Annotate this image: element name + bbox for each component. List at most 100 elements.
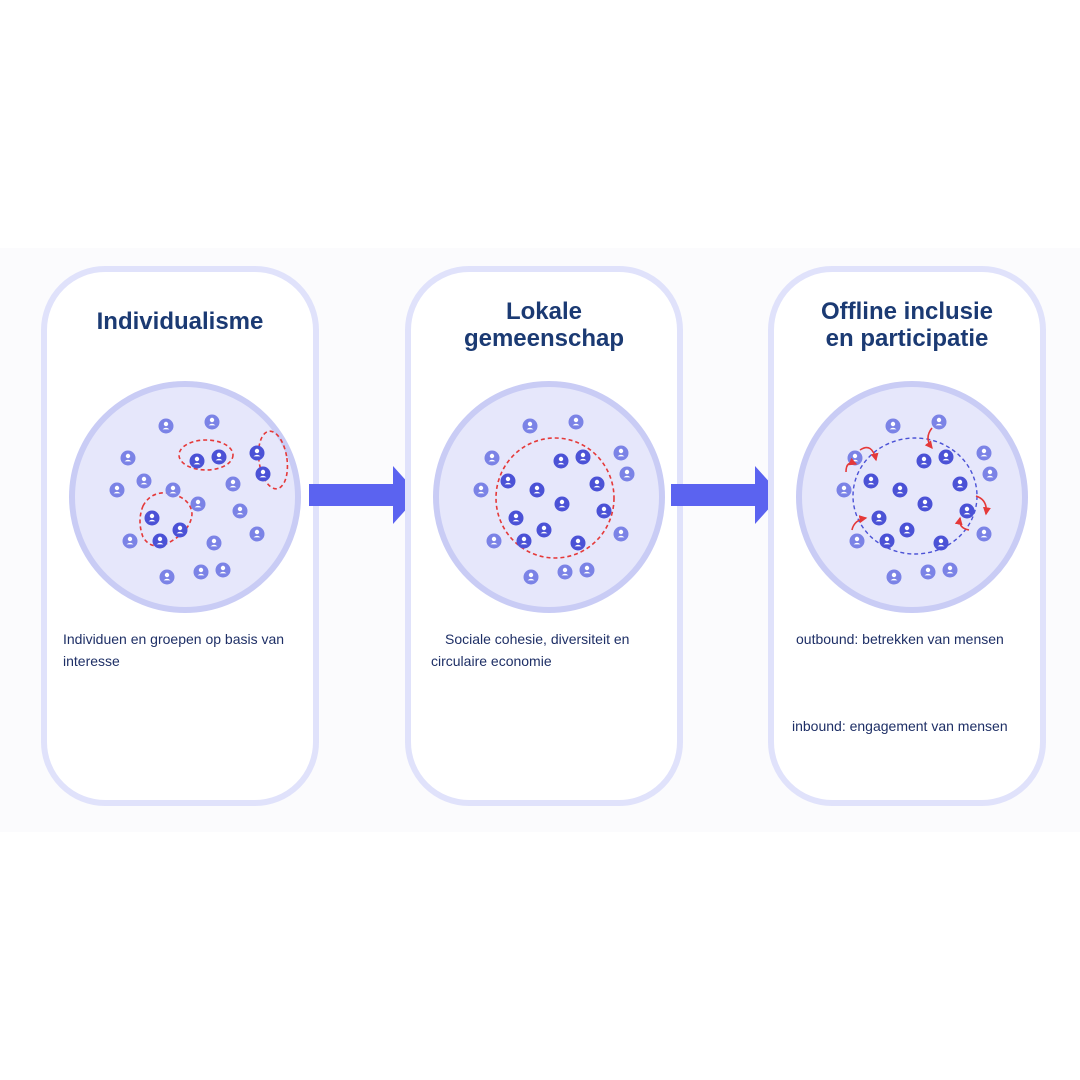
person-icon [516,533,532,549]
person-icon [536,522,552,538]
person-icon [596,503,612,519]
person-icon [159,569,175,585]
person-icon [849,533,865,549]
title-line-2: gemeenschap [463,325,625,352]
person-icon [899,522,915,538]
person-icon [484,450,500,466]
person-icon [172,522,188,538]
curved-arrow-icon [859,446,879,462]
person-icon [863,473,879,489]
title-line-1: Lokale [505,298,583,325]
person-icon [982,466,998,482]
person-icon [109,482,125,498]
person-icon [500,473,516,489]
community-circle [433,381,665,613]
person-icon [225,476,241,492]
person-icon [249,526,265,542]
group-circle-diagram [69,381,301,613]
panel-lokale-gemeenschap: Lokale gemeenschap [405,266,683,806]
participation-arrows [845,427,991,531]
panel-caption-outbound: outbound: betrekken van mensen [796,628,1032,650]
person-icon [190,496,206,512]
person-icon [529,482,545,498]
title-line-1: Individualisme [96,308,264,335]
caption-line-1: Sociale cohesie, diversiteit en [445,631,630,647]
person-icon [892,482,908,498]
person-icon [211,449,227,465]
person-icon [952,476,968,492]
person-icon [136,473,152,489]
person-icon [886,569,902,585]
caption-line-1: Individuen en groepen op basis van [63,631,285,647]
person-icon [613,445,629,461]
right-arrow-icon [309,466,419,524]
person-icon [165,482,181,498]
person-icon [871,510,887,526]
person-icon [553,453,569,469]
person-icon [255,466,271,482]
panel-caption: Individuen en groepen op basis van inter… [63,628,305,672]
person-icon [152,533,168,549]
person-icon [976,526,992,542]
panel-caption-inbound: inbound: engagement van mensen [792,715,1032,737]
person-icon [976,445,992,461]
people [473,414,635,585]
caption-line-2: inbound: engagement van mensen [792,718,1008,734]
person-icon [917,496,933,512]
people [109,414,271,585]
person-icon [933,535,949,551]
person-icon [249,445,265,461]
person-icon [193,564,209,580]
curved-arrow-icon [975,495,991,516]
community-circle [796,381,1028,613]
interest-group-outline [178,439,234,471]
panel-individualisme: Individualisme [41,266,319,806]
community-circle [69,381,301,613]
curved-arrow-icon [845,457,858,473]
panel-title: Individualisme [47,308,313,335]
right-arrow-icon [671,466,781,524]
person-icon [579,562,595,578]
person-icon [189,453,205,469]
community-circle-diagram [433,381,665,613]
title-line-1: Offline inclusie [820,298,994,325]
people [836,414,998,585]
person-icon [931,414,947,430]
person-icon [879,533,895,549]
person-icon [836,482,852,498]
person-icon [232,503,248,519]
person-icon [523,569,539,585]
person-icon [920,564,936,580]
person-icon [575,449,591,465]
person-icon [589,476,605,492]
participation-circle-diagram [796,381,1028,613]
curved-arrow-icon [924,427,933,450]
interest-group-outline [257,430,289,490]
person-icon [204,414,220,430]
person-icon [122,533,138,549]
person-icon [619,466,635,482]
person-icon [916,453,932,469]
person-icon [508,510,524,526]
caption-line-2: circulaire economie [431,653,552,669]
person-icon [959,503,975,519]
person-icon [557,564,573,580]
caption-line-1: outbound: betrekken van mensen [796,631,1004,647]
person-icon [120,450,136,466]
curved-arrow-icon [851,515,868,531]
caption-line-2: interesse [63,653,120,669]
person-icon [158,418,174,434]
person-icon [885,418,901,434]
person-icon [568,414,584,430]
person-icon [206,535,222,551]
panel-title: Lokale gemeenschap [411,298,677,352]
person-icon [554,496,570,512]
person-icon [938,449,954,465]
panel-title: Offline inclusie en participatie [774,298,1040,352]
person-icon [522,418,538,434]
title-line-2: en participatie [825,325,989,352]
person-icon [613,526,629,542]
curved-arrow-icon [954,516,970,531]
panel-offline-inclusie: Offline inclusie en participatie [768,266,1046,806]
panel-caption: Sociale cohesie, diversiteit en circulai… [431,628,669,672]
